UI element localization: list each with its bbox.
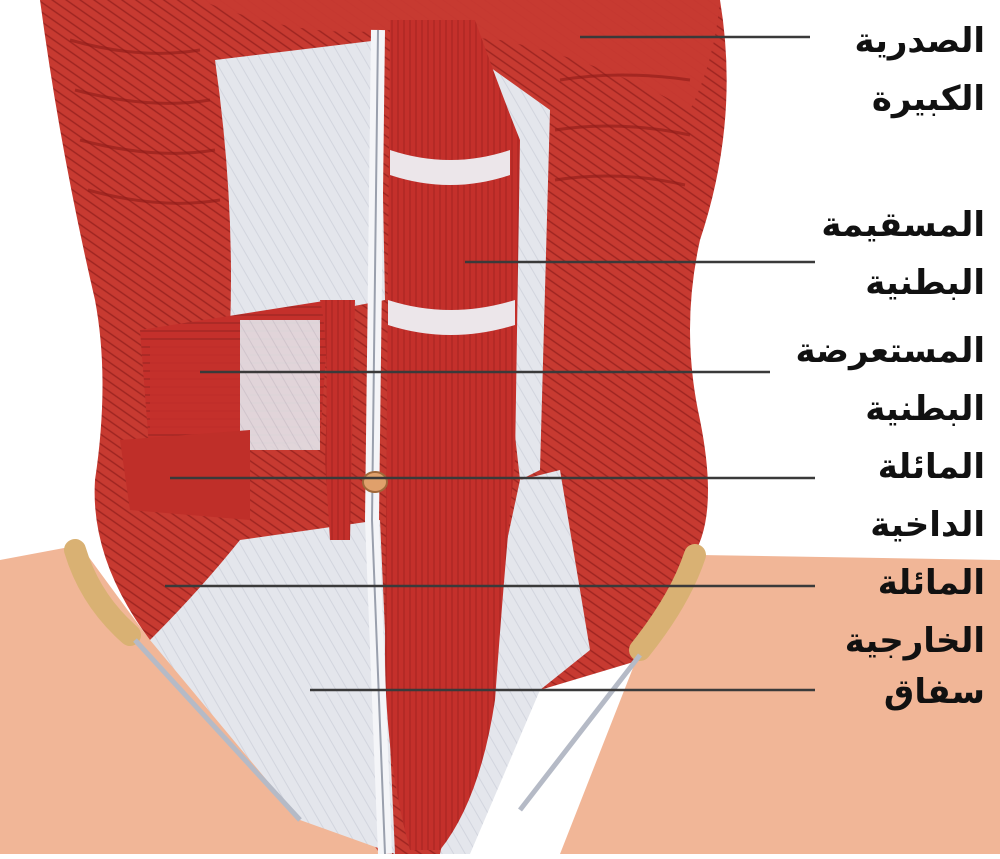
internal-oblique-shape	[120, 430, 250, 520]
rectus-sheath	[215, 40, 385, 330]
label-internal-oblique: المائلة الداخية	[795, 438, 985, 554]
label-external-oblique: المائلة الخارجية	[795, 554, 985, 670]
label-transverse-abdominis: المستعرضة البطنية	[795, 322, 985, 438]
label-aponeurosis: سفاق	[795, 663, 985, 721]
label-rectus-abdominis: المسقيمة البطنية	[795, 196, 985, 312]
navel	[363, 472, 387, 492]
label-pectoralis-major: الصدرية الكبيرة	[795, 12, 985, 128]
